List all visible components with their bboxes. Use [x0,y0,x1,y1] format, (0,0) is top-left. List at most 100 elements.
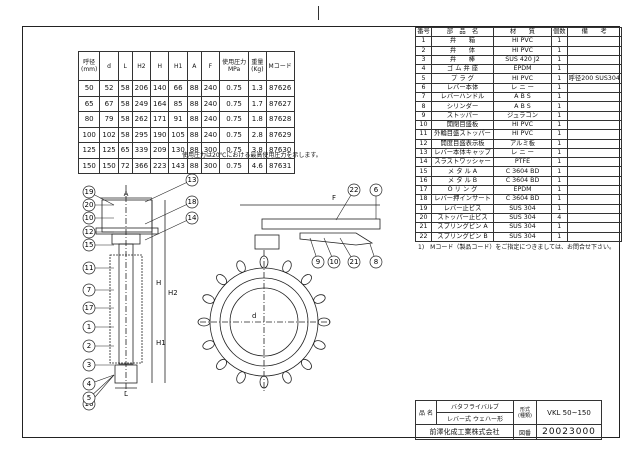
company-name: 前澤化成工業株式会社 [415,424,514,440]
parts-cell [566,231,622,242]
callout-text: 1 [87,323,91,331]
dims-cell: 1.3 [248,80,267,97]
dims-header-cell: F [200,51,221,81]
callout-text: 2 [87,342,91,350]
lever-handle [299,232,374,246]
dim-label-f: F [332,194,336,202]
dims-cell: 125 [99,142,119,159]
dims-cell: 0.75 [219,157,250,174]
dims-cell: 3.8 [248,142,267,159]
dims-header-cell: 重量 (Kg) [248,51,267,81]
drawing-number: 20023000 [536,424,602,440]
callout-text: 15 [85,241,94,249]
dim-label-h1: H1 [156,339,166,347]
dims-header-cell: H2 [131,51,152,81]
callout-15: 15 [82,238,114,252]
dims-header-cell: H1 [168,51,188,81]
dims-cell: 87630 [265,142,295,159]
center-mark [318,6,319,20]
callout-text: 11 [85,264,94,272]
callout-text: 4 [87,380,92,388]
callout-3: 3 [82,358,114,372]
callout-9: 9 [309,237,325,269]
dims-cell: 249 [131,95,152,112]
dims-cell: 2.8 [248,126,267,143]
dims-cell: 300 [200,157,221,174]
flange-lug [197,317,211,327]
callout-text: 13 [188,176,197,184]
dims-cell: 105 [168,126,188,143]
gear-plate [95,227,159,235]
callout-text: 18 [188,198,197,206]
callout-text: 17 [85,304,94,312]
callout-text: 14 [188,214,197,222]
dim-label-a: A [124,190,129,198]
dims-cell: 190 [150,126,170,143]
callout-text: 3 [87,361,91,369]
flange-lug [216,274,228,286]
flange-lug [216,358,228,370]
model-value: VKL 50~150 [536,400,602,425]
dimensions-note: 使用圧力は20℃における最高使用圧力を示します。 [182,152,322,159]
title-block: 品 名 バタフライバルブ 形式 (種類) VKL 50~150 レバー式 ウェハ… [415,400,602,440]
callout-text: 19 [85,188,94,196]
callout-4: 4 [82,374,115,391]
flange-lug [300,274,312,286]
flange-lug [282,371,292,384]
flange-lug [300,358,312,370]
dims-header-cell: 使用圧力 MPa [219,51,250,81]
flange-lugs [197,255,331,389]
callout-text: 22 [350,186,359,194]
callout-text: 9 [316,258,320,266]
callout-6: 6 [369,183,383,219]
callout-2: 2 [82,339,114,353]
dims-cell: 143 [168,157,188,174]
dims-cell: 52 [99,80,119,97]
callout-text: 6 [374,186,379,194]
dims-header-cell: H [150,51,170,81]
callout-7: 7 [82,283,114,297]
dim-label-l: L [124,390,128,398]
dim-label-h2: H2 [168,289,178,297]
side-neck [254,234,280,250]
callout-text: 21 [350,258,359,266]
callout-14: 14 [144,211,199,241]
callout-10: 10 [323,237,341,269]
flange-lug [282,260,292,273]
flange-lug [236,260,246,273]
dims-cell: 223 [150,157,170,174]
dims-header-cell: Mコード [265,51,295,81]
callout-20: 20 [82,198,114,212]
callout-bubbles: 1920101215117171234165131814226910218 [82,173,383,411]
flange-lug [259,375,269,389]
callout-5: 5 [82,374,115,405]
dims-cell: 87631 [265,157,295,174]
callout-text: 10 [85,214,94,222]
callout-18: 18 [144,195,199,225]
callout-22: 22 [335,183,361,221]
callout-11: 11 [82,261,114,275]
parts-cell: SUS 304 [493,231,552,242]
callout-text: 20 [85,201,94,209]
dims-cell: 366 [131,157,152,174]
flange-lug [259,255,269,269]
callout-text: 10 [330,258,339,266]
callout-12: 12 [82,225,114,239]
dims-cell: 150 [99,157,119,174]
callout-17: 17 [82,301,114,315]
